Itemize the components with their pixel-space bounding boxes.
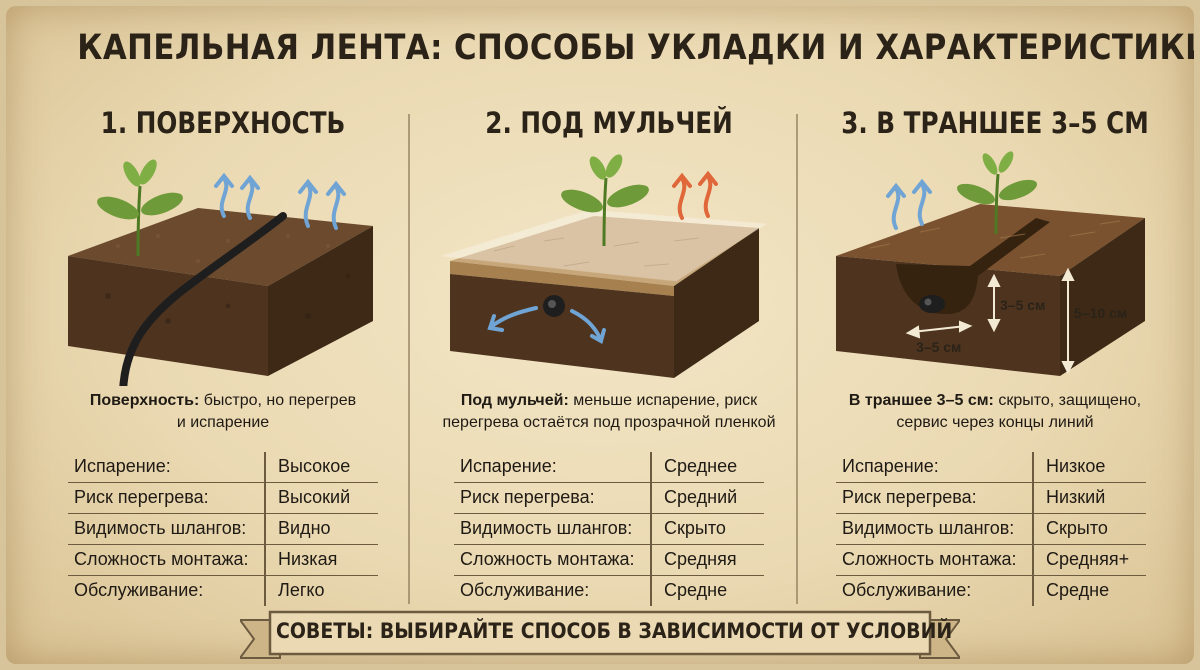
stat-value: Низкий bbox=[1046, 487, 1106, 507]
method-trench: 3. В ТРАНШЕЕ 3–5 СМ bbox=[800, 6, 1190, 606]
stat-label: Испарение: bbox=[74, 456, 171, 476]
method-surface: 1. ПОВЕРХНОСТЬ bbox=[28, 6, 418, 606]
stats-row: Риск перегрева: Высокий bbox=[68, 483, 378, 514]
evaporation-arrow-icon bbox=[214, 172, 346, 230]
stat-label: Видимость шлангов: bbox=[460, 518, 633, 538]
tips-text: СОВЕТЫ: ВЫБИРАЙТЕ СПОСОБ В ЗАВИСИМОСТИ О… bbox=[276, 619, 953, 643]
method-description: В траншее 3–5 см: скрыто, защищено, серв… bbox=[810, 390, 1180, 434]
water-flow-arrow-icon bbox=[487, 306, 606, 344]
trench-depth-label: 3–5 см bbox=[1000, 297, 1045, 313]
page-title: КАПЕЛЬНАЯ ЛЕНТА: СПОСОБЫ УКЛАДКИ И ХАРАК… bbox=[77, 28, 1194, 68]
stat-value: Скрыто bbox=[664, 518, 726, 538]
trench-illustration: 3–5 см 5–10 см 3–5 см bbox=[836, 151, 1145, 376]
stat-label: Сложность монтажа: bbox=[842, 549, 1017, 569]
description-text: перегрева остаётся под прозрачной пленко… bbox=[442, 414, 776, 431]
stats-row: Обслуживание: Средне bbox=[836, 576, 1146, 606]
column-divider bbox=[796, 114, 798, 604]
method-heading: 3. В ТРАНШЕЕ 3–5 СМ bbox=[841, 106, 1149, 140]
stats-row: Сложность монтажа: Низкая bbox=[68, 545, 378, 576]
stat-value: Низкая bbox=[278, 549, 338, 569]
description-text: и испарение bbox=[176, 414, 270, 431]
soil-top bbox=[68, 208, 373, 286]
stat-value: Видно bbox=[278, 518, 331, 538]
ribbon-shape bbox=[240, 610, 960, 659]
stat-label: Обслуживание: bbox=[74, 580, 204, 600]
stat-value: Средне bbox=[1046, 580, 1110, 600]
stats-row: Обслуживание: Средне bbox=[454, 576, 764, 606]
stat-label: Риск перегрева: bbox=[74, 487, 209, 507]
stat-value: Скрыто bbox=[1046, 518, 1108, 538]
drip-hose-icon bbox=[919, 295, 945, 313]
stats-row: Видимость шлангов: Скрыто bbox=[836, 514, 1146, 545]
stat-value: Низкое bbox=[1046, 456, 1106, 476]
soil-front bbox=[836, 256, 1060, 376]
stats-row: Видимость шлангов: Скрыто bbox=[454, 514, 764, 545]
description-text: скрыто, защищено, bbox=[993, 392, 1142, 409]
description-text: быстро, но перегрев bbox=[199, 392, 357, 409]
stat-label: Испарение: bbox=[842, 456, 939, 476]
mulch-top bbox=[450, 216, 759, 286]
stats-row: Риск перегрева: Низкий bbox=[836, 483, 1146, 514]
method-description: Поверхность: быстро, но перегрев и испар… bbox=[38, 390, 408, 434]
stat-value: Легко bbox=[278, 580, 325, 600]
soil-top bbox=[836, 204, 1145, 276]
stat-label: Видимость шлангов: bbox=[842, 518, 1015, 538]
stat-label: Риск перегрева: bbox=[460, 487, 595, 507]
method-under-mulch: 2. ПОД МУЛЬЧЕЙ bbox=[414, 6, 804, 606]
stat-value: Средне bbox=[664, 580, 728, 600]
stat-value: Средняя bbox=[664, 549, 737, 569]
mulch-illustration bbox=[441, 154, 768, 378]
infographic-poster: КАПЕЛЬНАЯ ЛЕНТА: СПОСОБЫ УКЛАДКИ И ХАРАК… bbox=[6, 6, 1194, 664]
column-divider bbox=[408, 114, 410, 604]
stat-value: Средняя+ bbox=[1046, 549, 1130, 569]
description-label: В траншее 3–5 см: bbox=[848, 392, 994, 409]
stats-row: Испарение: Высокое bbox=[68, 452, 378, 483]
description-label: Поверхность: bbox=[89, 392, 200, 409]
method-heading: 1. ПОВЕРХНОСТЬ bbox=[100, 106, 346, 140]
stat-label: Видимость шлангов: bbox=[74, 518, 247, 538]
stat-value: Среднее bbox=[664, 456, 738, 476]
method-heading: 2. ПОД МУЛЬЧЕЙ bbox=[485, 106, 733, 140]
seedling-icon bbox=[97, 159, 183, 257]
stat-value: Средний bbox=[664, 487, 738, 507]
soil-side bbox=[674, 228, 759, 378]
description-text: меньше испарение, риск bbox=[568, 392, 758, 409]
stats-row: Видимость шлангов: Видно bbox=[68, 514, 378, 545]
stat-label: Сложность монтажа: bbox=[74, 549, 249, 569]
stat-label: Сложность монтажа: bbox=[460, 549, 635, 569]
stat-value: Высокий bbox=[278, 487, 351, 507]
stats-row: Испарение: Среднее bbox=[454, 452, 764, 483]
soil-front bbox=[450, 274, 674, 378]
stats-row: Риск перегрева: Средний bbox=[454, 483, 764, 514]
stats-row: Сложность монтажа: Средняя bbox=[454, 545, 764, 576]
evaporation-arrow-icon bbox=[886, 178, 932, 230]
stat-value: Высокое bbox=[278, 456, 351, 476]
stat-label: Обслуживание: bbox=[842, 580, 972, 600]
description-text: сервис через концы линий bbox=[896, 414, 1094, 431]
stats-table: Испарение: Среднее Риск перегрева: Средний… bbox=[454, 452, 764, 606]
heat-arrow-icon bbox=[672, 170, 718, 220]
stats-row: Сложность монтажа: Средняя+ bbox=[836, 545, 1146, 576]
trench-width-label: 3–5 см bbox=[916, 339, 961, 355]
soil-front bbox=[68, 256, 268, 376]
soil-side bbox=[1060, 218, 1145, 376]
stats-row: Испарение: Низкое bbox=[836, 452, 1146, 483]
stat-label: Испарение: bbox=[460, 456, 557, 476]
soil-side bbox=[268, 226, 373, 376]
method-description: Под мульчей: меньше испарение, риск пере… bbox=[424, 390, 794, 434]
stats-table: Испарение: Низкое Риск перегрева: Низкий В… bbox=[836, 452, 1146, 606]
stats-table: Испарение: Высокое Риск перегрева: Высокий… bbox=[68, 452, 378, 606]
dimension-lines bbox=[905, 267, 1075, 375]
tips-banner: СОВЕТЫ: ВЫБИРАЙТЕ СПОСОБ В ЗАВИСИМОСТИ О… bbox=[240, 606, 960, 664]
seedling-icon bbox=[957, 151, 1037, 235]
stats-row: Обслуживание: Легко bbox=[68, 576, 378, 606]
description-label: Под мульчей: bbox=[460, 392, 569, 409]
stat-label: Обслуживание: bbox=[460, 580, 590, 600]
trench-groove bbox=[896, 218, 1050, 315]
bed-depth-label: 5–10 см bbox=[1074, 305, 1127, 321]
drip-hose-icon bbox=[119, 212, 287, 386]
surface-illustration bbox=[68, 159, 373, 386]
seedling-icon bbox=[561, 154, 649, 247]
stat-label: Риск перегрева: bbox=[842, 487, 977, 507]
